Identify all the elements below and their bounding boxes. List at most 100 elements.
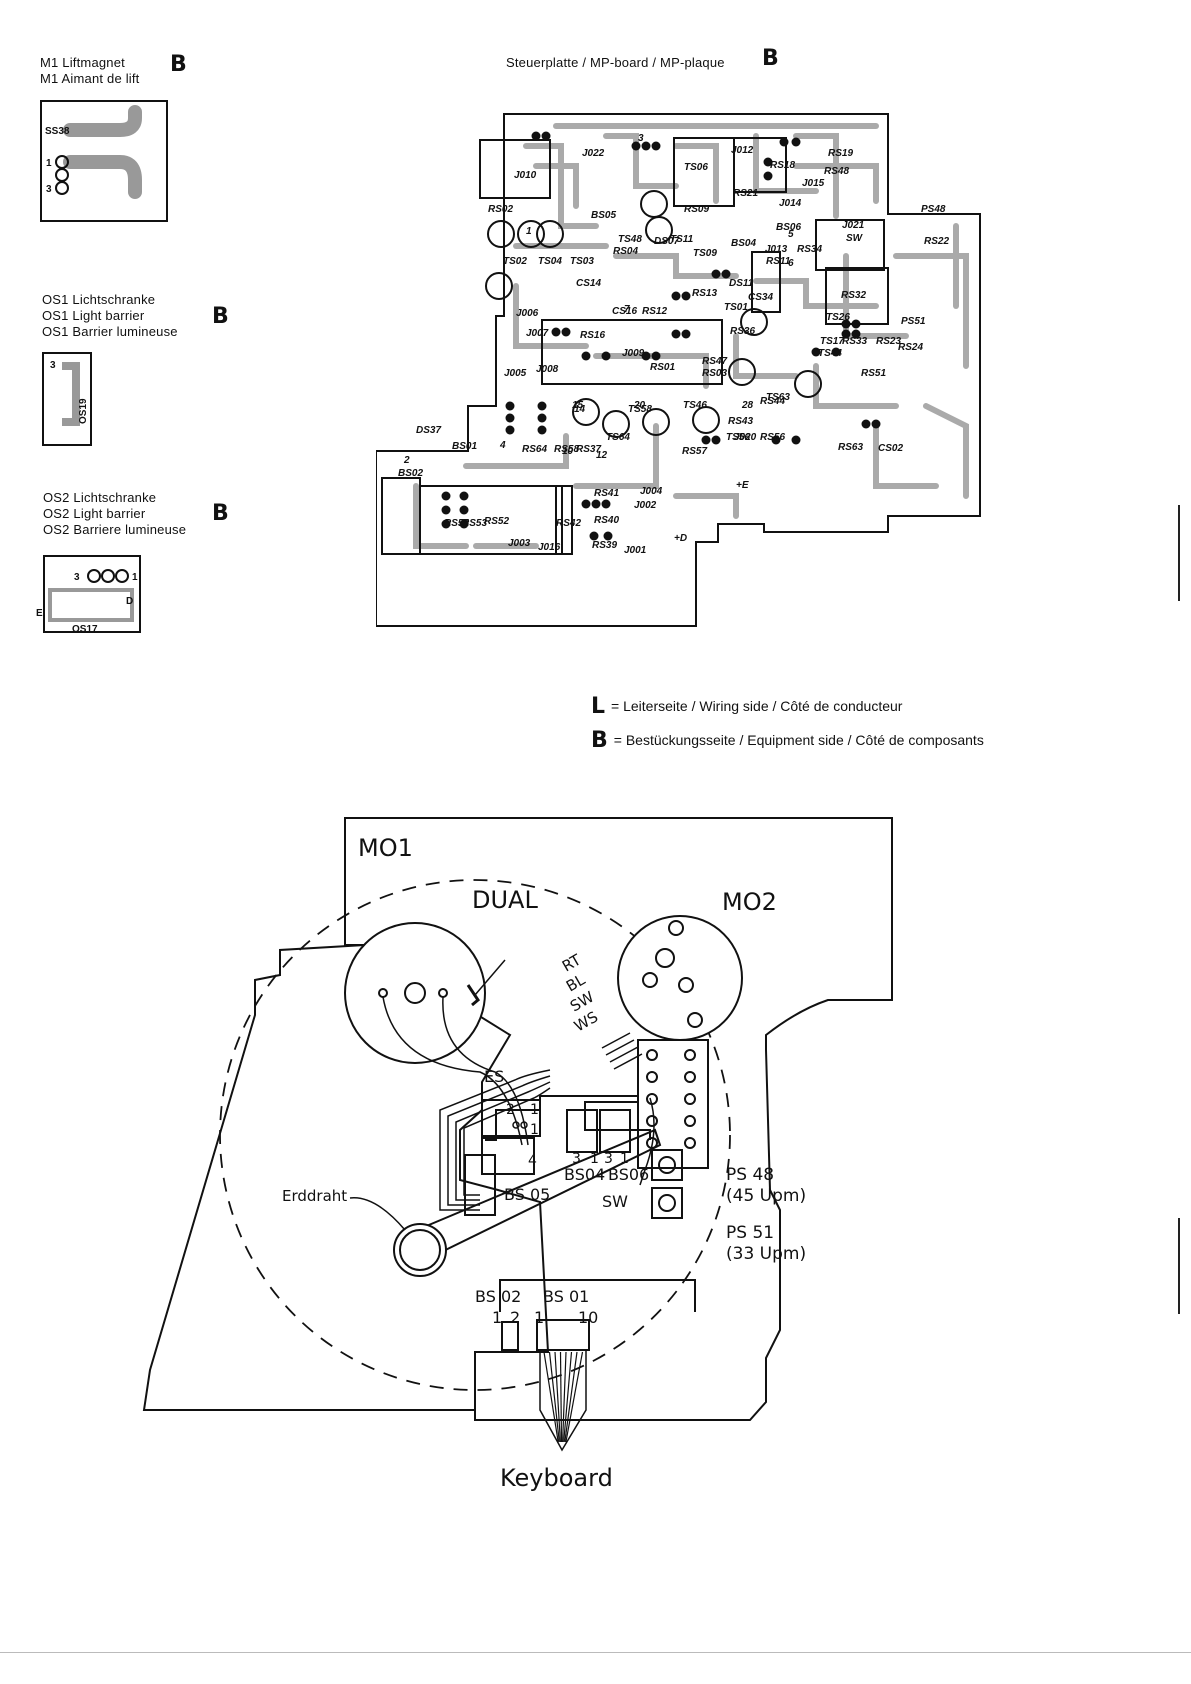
board-label: 15 (572, 400, 584, 411)
connector-bs01 (536, 1319, 590, 1351)
keyboard-ribbon (539, 1350, 587, 1452)
board-label: J013 (765, 244, 788, 255)
board-label: 28 (741, 400, 754, 411)
os2-title-fr: OS2 Barriere lumineuse (43, 522, 187, 537)
legend-b-text: = Bestückungsseite / Equipment side / Cô… (613, 732, 984, 748)
pot-ps48 (651, 1149, 683, 1181)
board-label: 12 (596, 450, 608, 461)
label-ps48-rpm: (45 Upm) (726, 1186, 806, 1206)
board-label: J007 (526, 328, 549, 339)
pin-bs05-1: 1 (530, 1122, 539, 1138)
board-label: RS52 (484, 516, 509, 527)
board-label: DS07 (654, 236, 679, 247)
label-bs06: BS06 (608, 1165, 649, 1184)
m1-label-ss38: SS38 (45, 126, 70, 137)
m1-label-pin3: 3 (46, 184, 52, 195)
mp-board-side-marker: B (762, 46, 779, 71)
label-bs05: BS 05 (504, 1185, 550, 1204)
pin-bs02-2: 2 (510, 1308, 520, 1327)
os1-title-de: OS1 Lichtschranke (42, 292, 156, 307)
board-label: RS13 (692, 288, 717, 299)
connector-bs06 (599, 1109, 631, 1153)
board-label: TS56 (726, 432, 750, 443)
pot-ps51 (651, 1187, 683, 1219)
pin-es-2: 2 (506, 1102, 515, 1118)
board-label: BS02 (398, 468, 423, 479)
board-label: RS24 (898, 342, 923, 353)
pin-bs02-1: 1 (492, 1308, 502, 1327)
board-label: J022 (582, 148, 605, 159)
label-bs04: BS04 (564, 1165, 605, 1184)
board-label: TS06 (684, 162, 708, 173)
board-label: TS17 (820, 336, 844, 347)
binder-mark-bottom (1178, 1218, 1180, 1314)
board-label: 1 (526, 226, 532, 237)
label-keyboard: Keyboard (500, 1464, 613, 1492)
board-label: J006 (516, 308, 539, 319)
board-label: J020 (734, 432, 757, 443)
board-label: PS48 (921, 204, 946, 215)
m1-board: SS38 1 3 (40, 100, 168, 222)
board-label: RS36 (730, 326, 755, 337)
board-label: J010 (514, 170, 537, 181)
chassis-left-edge (142, 944, 475, 1411)
os2-label-d: D (126, 596, 133, 607)
mp-board-title: Steuerplatte / MP-board / MP-plaque (506, 55, 725, 70)
os1-label-pin3: 3 (50, 360, 56, 371)
os2-title-en: OS2 Light barrier (43, 506, 146, 521)
m1-title-de: M1 Liftmagnet (40, 55, 125, 70)
os1-title-fr: OS1 Barrier lumineuse (42, 324, 178, 339)
tonearm-pivot (393, 1223, 447, 1277)
board-label: RS41 (594, 488, 619, 499)
board-label: 6 (788, 258, 794, 269)
os2-label-pin3: 3 (74, 572, 80, 583)
board-label: J005 (504, 368, 527, 379)
os2-label-os17: OS17 (72, 624, 98, 635)
board-label: TS48 (618, 234, 642, 245)
board-label: RS09 (684, 204, 709, 215)
board-label: TS46 (683, 400, 707, 411)
m1-side-marker: B (170, 52, 187, 77)
legend-b-letter: B (591, 728, 608, 753)
board-label: RS37 (576, 444, 601, 455)
terminal-strip (637, 1039, 709, 1169)
os2-label-e: E (36, 608, 43, 619)
board-label: RS32 (841, 290, 866, 301)
legend-b: B = Bestückungsseite / Equipment side / C… (591, 728, 984, 753)
board-label: RS11 (766, 256, 791, 267)
os1-title-en: OS1 Light barrier (42, 308, 145, 323)
board-label: 7 (624, 304, 630, 315)
board-label: J012 (731, 145, 754, 156)
motor-mo1-shaft (404, 982, 426, 1004)
board-label: 3 (638, 133, 644, 144)
board-label: TS63 (766, 392, 790, 403)
board-label: J004 (640, 486, 663, 497)
pin-bs01-10: 10 (578, 1308, 598, 1327)
board-label: 5 (788, 229, 794, 240)
connector-bs04 (566, 1109, 598, 1153)
board-label: RS01 (650, 362, 675, 373)
pin-bs01-1: 1 (534, 1308, 544, 1327)
board-label: TS01 (724, 302, 748, 313)
label-sw: SW (602, 1192, 628, 1211)
board-label: +D (674, 533, 687, 544)
m1-label-pin1: 1 (46, 158, 52, 169)
pin-bs05-4: 4 (528, 1153, 537, 1169)
board-label: RS47 (702, 356, 727, 367)
os1-side-marker: B (212, 304, 229, 329)
board-label: CS16 (612, 306, 637, 317)
pin-bs06-1: 1 (620, 1151, 629, 1167)
os1-board: 3 OS19 (42, 352, 92, 446)
board-label: DS37 (416, 425, 441, 436)
board-label: RS23 (876, 336, 901, 347)
board-label: SW (846, 233, 864, 244)
board-label: J016 (538, 542, 561, 553)
board-label: TS04 (538, 256, 562, 267)
connector-bs02 (501, 1321, 519, 1351)
board-label: 20 (633, 400, 646, 411)
board-label: RS21 (733, 188, 758, 199)
connector-es (481, 1099, 541, 1137)
label-dual: DUAL (472, 886, 538, 914)
board-label: J008 (536, 364, 559, 375)
board-label: 4 (499, 440, 506, 451)
